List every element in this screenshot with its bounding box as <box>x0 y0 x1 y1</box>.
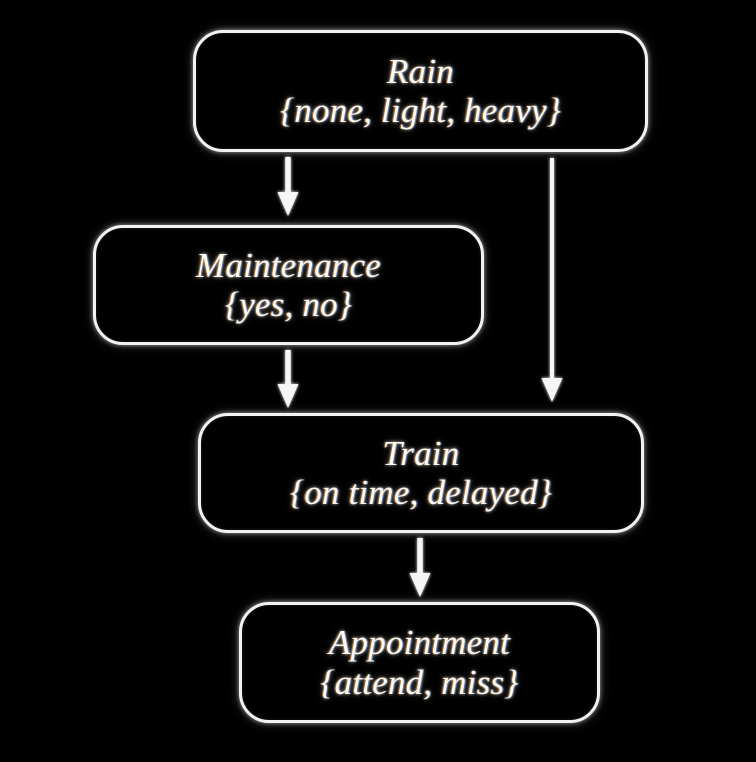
node-train-states: {on time, delayed} <box>290 473 552 512</box>
edge-rain-to-maintenance <box>277 157 299 216</box>
edge-maintenance-to-train <box>277 350 299 408</box>
node-appointment[interactable]: Appointment {attend, miss} <box>239 602 600 723</box>
edge-train-to-appointment <box>409 538 431 597</box>
edge-rain-to-train <box>541 158 563 402</box>
node-rain-states: {none, light, heavy} <box>280 91 561 130</box>
node-maintenance[interactable]: Maintenance {yes, no} <box>93 225 484 345</box>
node-maintenance-label: Maintenance <box>196 245 381 285</box>
node-train-label: Train <box>382 433 460 473</box>
node-appointment-states: {attend, miss} <box>320 662 519 702</box>
node-maintenance-states: {yes, no} <box>225 285 352 324</box>
node-rain[interactable]: Rain {none, light, heavy} <box>193 30 648 152</box>
node-appointment-label: Appointment <box>328 623 511 663</box>
node-train[interactable]: Train {on time, delayed} <box>198 413 644 533</box>
node-rain-label: Rain <box>387 51 454 91</box>
